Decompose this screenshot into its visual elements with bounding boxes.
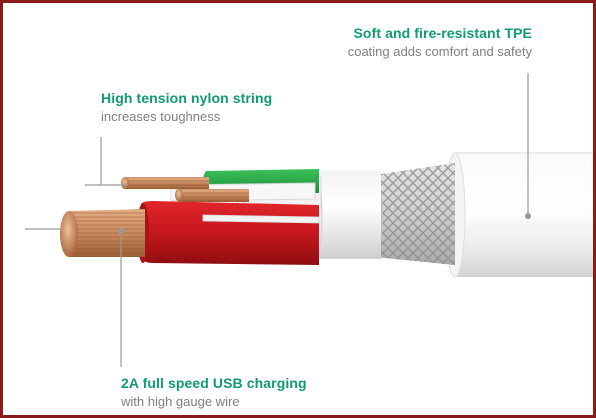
tpe-jacket [444, 152, 593, 278]
cable-illustration [25, 73, 593, 367]
leader-lines [25, 73, 531, 367]
callout-usb-title: 2A full speed USB charging [121, 375, 307, 391]
copper-upper-small [121, 177, 209, 189]
callout-tpe: Soft and fire-resistant TPE coating adds… [3, 25, 532, 59]
callout-tpe-subtitle: coating adds comfort and safety [347, 44, 532, 59]
callout-usb-subtitle: with high gauge wire [121, 394, 240, 409]
callout-nylon: High tension nylon string increases toug… [101, 90, 272, 124]
red-wire [137, 201, 320, 265]
copper-large [60, 209, 145, 257]
callout-usb: 2A full speed USB charging with high gau… [121, 375, 307, 409]
copper-middle [175, 188, 249, 202]
callout-tpe-title: Soft and fire-resistant TPE [353, 25, 532, 41]
callout-nylon-title: High tension nylon string [101, 90, 273, 106]
callout-nylon-subtitle: increases toughness [101, 109, 221, 124]
